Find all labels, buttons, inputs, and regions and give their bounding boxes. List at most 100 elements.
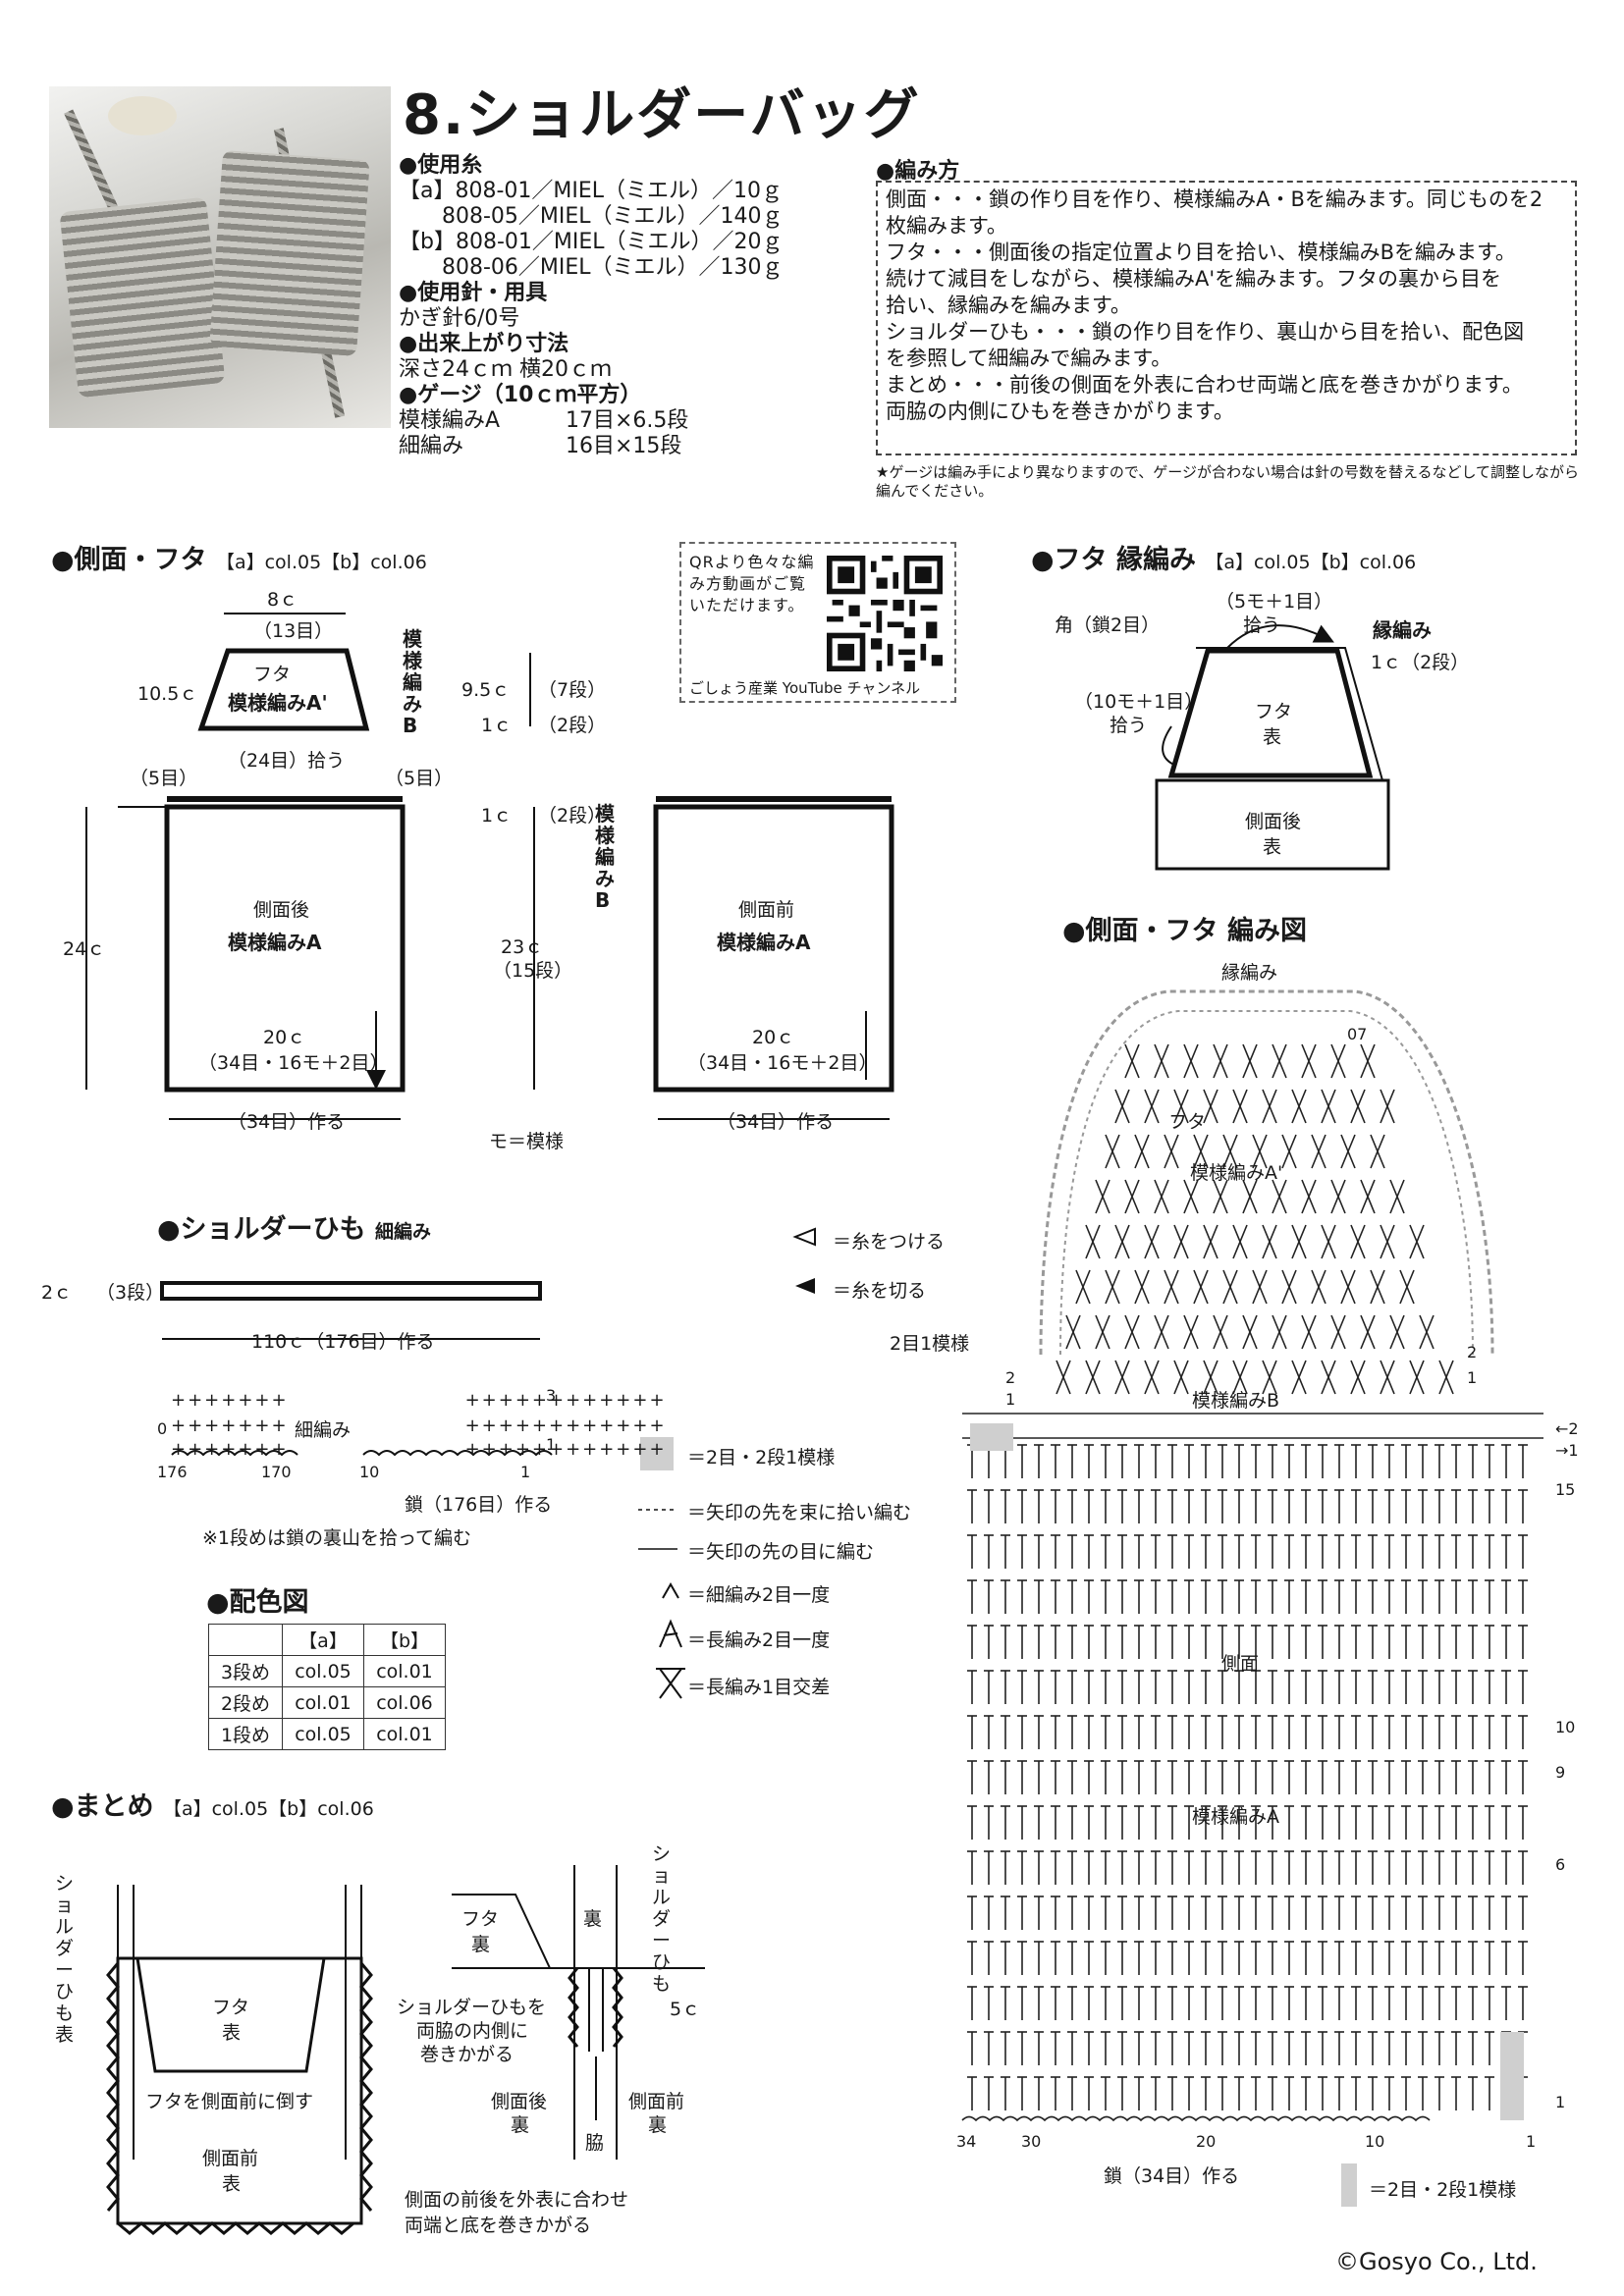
stitch-mark	[1105, 1269, 1120, 1305]
row-number: 1	[1555, 2093, 1566, 2111]
stitch-mark	[1242, 1314, 1258, 1350]
panel-label: 側面後	[253, 899, 310, 921]
strap-shape	[160, 1281, 542, 1301]
qr-box	[679, 542, 956, 703]
method-line: 続けて減目をしながら、模様編みA'を編みます。フタの裏から目を	[886, 267, 1502, 291]
gauge-value: 16目×15段	[566, 434, 682, 458]
dim-label: 10.5ｃ	[137, 683, 198, 705]
dim-label: 20ｃ	[752, 1027, 795, 1048]
stitch-mark	[1232, 1360, 1248, 1395]
finish-label: 脇	[585, 2132, 605, 2154]
stitch-mark	[1380, 1089, 1395, 1124]
method-line: 拾い、縁編みを編みます。	[886, 294, 1131, 317]
dim-label: （13目）	[253, 620, 334, 642]
stitch-mark	[1409, 1360, 1425, 1395]
yarn-line: 808-05／MIEL（ミエル）／140ｇ	[399, 204, 784, 229]
stitch-mark	[1350, 1360, 1366, 1395]
stitch-mark	[1085, 1224, 1101, 1259]
dim-label: （3段）	[96, 1282, 165, 1304]
dim-label: 8ｃ	[267, 589, 298, 611]
finish-label: 裏	[648, 2114, 668, 2136]
finish-label: 側面前	[628, 2091, 685, 2112]
section-title: ●まとめ	[51, 1791, 154, 1822]
section-flap-edge: ●フタ 縁編み 【a】col.05【b】col.06	[1031, 538, 1416, 576]
stitch-mark	[1370, 1134, 1385, 1169]
stitch-mark	[1154, 1314, 1169, 1350]
stitch-mark	[1438, 1360, 1454, 1395]
stitch-mark	[1389, 1314, 1405, 1350]
product-photo	[49, 86, 391, 428]
stitch-mark	[1340, 1134, 1356, 1169]
stitch-mark	[1232, 1224, 1248, 1259]
strap-chart-row: +++++++ ++++++++++++	[171, 1390, 667, 1411]
copyright: ©Gosyo Co., Ltd.	[1335, 2248, 1538, 2275]
pattern-label: 縁編み	[1373, 618, 1432, 642]
method-line: フタ・・・側面後の指定位置より目を拾い、模様編みBを編みます。	[886, 240, 1516, 264]
dim-label: 1ｃ	[481, 805, 513, 827]
stitch-mark	[1301, 1043, 1317, 1079]
legend-label: ＝矢印の先を束に拾い編む	[687, 1502, 912, 1523]
stitch-number: 30	[1021, 2132, 1042, 2151]
section-sub: 細編み	[374, 1221, 431, 1243]
panel-label: 側面前	[738, 899, 795, 921]
panel-label: フタ	[1255, 701, 1293, 722]
dim-label: （2段）	[538, 715, 607, 736]
dim-label: （24目）拾う	[228, 750, 346, 772]
stitch-mark	[1203, 1360, 1218, 1395]
cross-dc-icon	[656, 1668, 685, 1699]
stitch-mark	[1360, 1314, 1376, 1350]
legend-label: ＝長編み1目交差	[687, 1677, 831, 1698]
table-cell: 2段め	[208, 1686, 283, 1719]
method-line: 枚編みます。	[886, 214, 1007, 238]
stitch-mark	[1173, 1089, 1189, 1124]
stitch-mark	[1134, 1134, 1150, 1169]
stitch-mark	[1173, 1360, 1189, 1395]
finish-label: 表	[222, 2022, 242, 2044]
stitch-mark	[1114, 1360, 1130, 1395]
note-label: ※1段めは鎖の裏山を拾って編む	[202, 1527, 472, 1549]
method-line: ショルダーひも・・・鎖の作り目を作り、裏山から目を拾い、配色図	[886, 320, 1525, 344]
pattern-label: 細編み	[295, 1419, 352, 1441]
dim-label: （7段）	[538, 679, 607, 701]
crochet-chart	[961, 989, 1543, 2122]
method-line: を参照して細編みで編みます。	[886, 347, 1172, 370]
legend-label: ＝2目・2段1模様	[687, 1447, 836, 1468]
finish-note: 両端と底を巻きかがる	[405, 2215, 592, 2236]
side-back-panel	[164, 804, 406, 1093]
finish-label: フタを側面前に倒す	[145, 2091, 314, 2112]
stitch-mark	[1183, 1314, 1199, 1350]
dc2tog-icon	[659, 1619, 682, 1648]
page-title: 8.ショルダーバッグ	[403, 83, 921, 147]
row-number: 07	[1347, 1025, 1368, 1043]
strap-chart-row: +++++++ ++++++++++++	[171, 1439, 667, 1460]
method-line: まとめ・・・前後の側面を外表に合わせ両端と底を巻きかがります。	[886, 373, 1523, 397]
legend-label: ＝長編み2目一度	[687, 1629, 831, 1651]
finish-label-vertical: ショルダーひも表	[55, 1873, 75, 2046]
pattern-label: 模様編みA'	[228, 691, 328, 715]
stitch-mark	[1301, 1314, 1317, 1350]
stitch-number: 10	[359, 1463, 380, 1481]
qr-code-icon[interactable]	[827, 556, 943, 671]
stitch-mark	[1193, 1134, 1209, 1169]
dim-label: 2ｃ	[41, 1282, 73, 1304]
stitch-mark	[1330, 1314, 1346, 1350]
finish-label: 裏	[471, 1934, 491, 1955]
gauge-value: 17目×6.5段	[566, 408, 689, 433]
stitch-mark	[1281, 1134, 1297, 1169]
dim-label: 鎖（176目）作る	[405, 1494, 553, 1516]
stitch-mark	[1389, 1179, 1405, 1214]
stitch-mark	[1330, 1043, 1346, 1079]
section-side-flap: ●側面・フタ 【a】col.05【b】col.06	[51, 538, 427, 576]
section-colors: 【a】col.05【b】col.06	[1205, 552, 1417, 573]
size-heading: ●出来上がり寸法	[399, 332, 569, 356]
dim-label: 角（鎖2目）	[1055, 614, 1161, 636]
finish-front	[116, 1956, 363, 2225]
method-box: 側面・・・鎖の作り目を作り、模様編みA・Bを編みます。同じものを2 枚編みます。…	[876, 181, 1577, 455]
table-cell: col.01	[363, 1655, 446, 1687]
dim-label: （15段）	[493, 960, 573, 982]
dim-label: （34目）作る	[228, 1111, 346, 1133]
row-number: 0	[157, 1419, 168, 1438]
finish-label: 巻きかがる	[420, 2044, 514, 2065]
stitch-mark	[1183, 1179, 1199, 1214]
